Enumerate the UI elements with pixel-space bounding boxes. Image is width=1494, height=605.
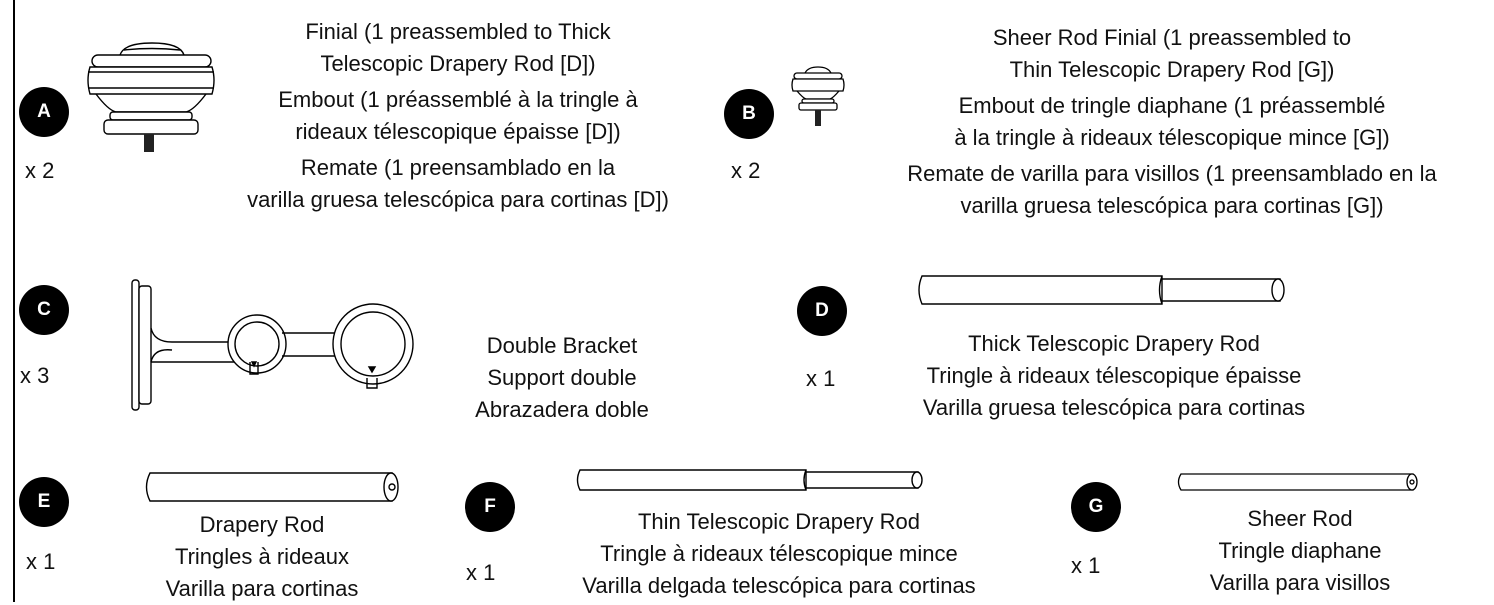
part-f-badge: F xyxy=(465,482,515,532)
part-d-badge: D xyxy=(797,286,847,336)
thick-telescopic-rod-icon xyxy=(914,274,1286,306)
drapery-rod-icon xyxy=(142,471,402,503)
part-b-quantity: x 2 xyxy=(731,158,761,183)
part-d-line-1: Thick Telescopic Drapery Rod xyxy=(968,331,1260,356)
part-f-letter: F xyxy=(484,496,496,517)
part-a-badge: A xyxy=(19,87,69,137)
part-c-badge: C xyxy=(19,285,69,335)
part-b-badge: B xyxy=(724,89,774,139)
part-g-line-2: Tringle diaphane xyxy=(1218,538,1382,563)
part-d-line-3: Varilla gruesa telescópica para cortinas xyxy=(922,395,1306,420)
part-c-line-3: Abrazadera doble xyxy=(475,397,649,422)
thin-telescopic-rod-icon xyxy=(574,468,926,492)
part-a-letter: A xyxy=(37,101,51,122)
page-border xyxy=(13,0,15,602)
part-a-line-2: Telescopic Drapery Rod [D]) xyxy=(320,51,596,76)
part-b-line-4: à la tringle à rideaux télescopique minc… xyxy=(954,125,1390,150)
finial-icon xyxy=(86,40,216,152)
part-a-description: Finial (1 preassembled to Thick Telescop… xyxy=(200,16,716,216)
part-a-line-4: rideaux télescopique épaisse [D]) xyxy=(295,119,621,144)
part-f-line-2: Tringle à rideaux télescopique mince xyxy=(600,541,958,566)
part-e-line-2: Tringles à rideaux xyxy=(174,544,350,569)
part-g-quantity: x 1 xyxy=(1071,553,1101,578)
part-c-line-1: Double Bracket xyxy=(486,333,638,358)
part-e-line-3: Varilla para cortinas xyxy=(165,576,359,601)
sheer-finial-icon xyxy=(791,66,845,126)
part-d-line-2: Tringle à rideaux télescopique épaisse xyxy=(926,363,1302,388)
part-d-description: Thick Telescopic Drapery Rod Tringle à r… xyxy=(874,328,1354,424)
part-e-letter: E xyxy=(37,491,51,512)
part-a-line-6: varilla gruesa telescópica para cortinas… xyxy=(247,187,669,212)
part-b-line-1: Sheer Rod Finial (1 preassembled to xyxy=(992,25,1352,50)
part-c-line-2: Support double xyxy=(487,365,637,390)
part-b-line-6: varilla gruesa telescópica para cortinas… xyxy=(960,193,1384,218)
part-a-line-1: Finial (1 preassembled to Thick xyxy=(305,19,611,44)
part-b-line-2: Thin Telescopic Drapery Rod [G]) xyxy=(1009,57,1335,82)
part-e-line-1: Drapery Rod xyxy=(199,512,325,537)
double-bracket-icon xyxy=(126,278,416,413)
part-a-line-5: Remate (1 preensamblado en la xyxy=(300,155,616,180)
part-g-letter: G xyxy=(1088,496,1104,517)
part-b-line-3: Embout de tringle diaphane (1 préassembl… xyxy=(958,93,1386,118)
part-f-line-3: Varilla delgada telescópica para cortina… xyxy=(582,573,976,598)
part-c-description: Double Bracket Support double Abrazadera… xyxy=(446,330,678,426)
part-c-letter: C xyxy=(37,299,51,320)
part-b-description: Sheer Rod Finial (1 preassembled to Thin… xyxy=(847,22,1494,222)
part-a-line-3: Embout (1 préassemblé à la tringle à xyxy=(278,87,638,112)
part-b-line-5: Remate de varilla para visillos (1 preen… xyxy=(907,161,1437,186)
part-e-quantity: x 1 xyxy=(26,549,56,574)
part-a-quantity: x 2 xyxy=(25,158,55,183)
part-f-line-1: Thin Telescopic Drapery Rod xyxy=(637,509,921,534)
part-c-quantity: x 3 xyxy=(20,363,50,388)
part-d-quantity: x 1 xyxy=(806,366,836,391)
part-e-description: Drapery Rod Tringles à rideaux Varilla p… xyxy=(130,509,394,605)
part-f-quantity: x 1 xyxy=(466,560,496,585)
part-g-description: Sheer Rod Tringle diaphane Varilla para … xyxy=(1175,503,1425,599)
sheer-rod-icon xyxy=(1175,472,1421,492)
part-f-description: Thin Telescopic Drapery Rod Tringle à ri… xyxy=(530,506,1028,602)
part-g-badge: G xyxy=(1071,482,1121,532)
part-e-badge: E xyxy=(19,477,69,527)
part-g-line-1: Sheer Rod xyxy=(1247,506,1353,531)
part-g-line-3: Varilla para visillos xyxy=(1209,570,1391,595)
part-b-letter: B xyxy=(742,103,756,124)
part-d-letter: D xyxy=(815,300,829,321)
